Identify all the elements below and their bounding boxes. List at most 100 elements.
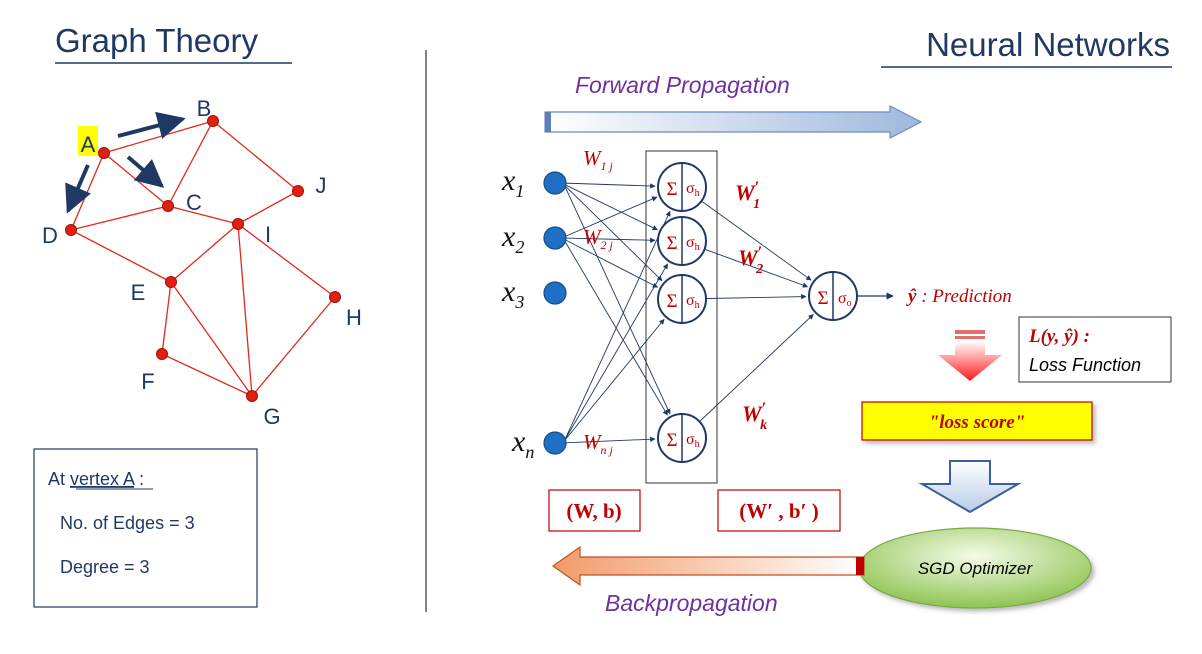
vertex-i [232, 218, 244, 230]
connection-input1-hidden4 [564, 186, 671, 415]
hidden-activation-symbol: σh [686, 292, 700, 311]
arrow-a-to-c [126, 155, 165, 188]
forward-propagation-label: Forward Propagation [575, 72, 790, 98]
graph-theory-title: Graph Theory [55, 22, 258, 59]
edge-e-f [161, 281, 172, 355]
vertex-e [165, 276, 177, 288]
vertex-a [98, 147, 110, 159]
connection-hidden4-output [699, 314, 814, 422]
graph-edges [70, 120, 336, 397]
vertex-label-d: D [42, 223, 58, 248]
connection-input2-hidden1 [564, 196, 658, 237]
sgd-optimizer-label: SGD Optimizer [918, 559, 1034, 578]
edge-i-j [237, 190, 299, 225]
connection-input1-hidden3 [564, 185, 663, 282]
vertex-label-h: H [346, 305, 362, 330]
info-at-prefix: At [48, 469, 70, 489]
forward-arrow-tail [545, 112, 551, 132]
input-weight-labels: W1 jW2 jWn j [583, 146, 614, 457]
hidden-sum-symbol: Σ [666, 430, 677, 451]
loss-function-formula: L(y, ŷ) : [1028, 326, 1090, 347]
connection-input4-hidden4 [564, 436, 656, 444]
hidden-activation-symbol: σh [686, 431, 700, 450]
edge-d-e [70, 229, 172, 283]
params-hidden-label: (W, b) [566, 499, 621, 523]
connection-input2-hidden3 [564, 239, 659, 288]
edge-b-c [167, 120, 214, 207]
backpropagation-arrow [551, 545, 865, 587]
optimizer-arrow [918, 460, 1022, 514]
connection-input1-hidden2 [564, 184, 658, 231]
backprop-arrow-tail [856, 557, 864, 575]
vertex-label-b: B [197, 96, 212, 121]
vertex-label-f: F [141, 369, 154, 394]
vertex-f [156, 348, 168, 360]
graph-vertices [65, 115, 341, 402]
output-node: Σ σo [808, 271, 858, 321]
params-output-box [717, 489, 841, 532]
vertex-b [207, 115, 219, 127]
loss-score-label: "loss score" [929, 412, 1026, 433]
backpropagation-label: Backpropagation [605, 590, 778, 616]
edge-b-j [212, 120, 299, 192]
hidden-sum-symbol: Σ [666, 233, 677, 254]
input-weight-label-3: Wn j [583, 430, 614, 457]
prediction-symbol: ŷ [906, 286, 917, 307]
info-at-suffix: : [134, 469, 144, 489]
hidden-weight-label-3: W′k [742, 400, 767, 433]
edge-g-h [251, 296, 336, 397]
edge-i-g [237, 223, 253, 397]
vertex-label-j: J [316, 173, 327, 198]
info-degree: Degree = 3 [60, 557, 150, 577]
connection-hidden1-output [702, 201, 812, 281]
info-at-vertex: vertex A [70, 469, 135, 489]
arrow-a-to-d [65, 164, 91, 214]
hidden-sum-symbol: Σ [666, 291, 677, 312]
output-activation-symbol: σo [838, 290, 852, 309]
vertex-label-e: E [131, 280, 146, 305]
hidden-activation-symbol: σh [686, 180, 700, 199]
prediction-text: : Prediction [916, 286, 1011, 307]
vertex-label-a: A [81, 132, 96, 157]
edge-c-i [167, 205, 239, 225]
vertex-a-highlight [78, 126, 98, 156]
input-node-3 [543, 281, 567, 305]
params-hidden-box [548, 489, 641, 532]
edge-i-e [170, 223, 239, 283]
vertex-c [162, 200, 174, 212]
input-node-4 [543, 431, 567, 455]
hidden-weight-label-1: W′1 [735, 179, 760, 212]
info-edges-count: No. of Edges = 3 [60, 513, 195, 533]
vertex-info-box [33, 448, 258, 608]
edge-e-g [170, 281, 253, 397]
connection-hidden2-output [705, 249, 809, 288]
connection-input2-hidden2 [564, 237, 656, 243]
connection-hidden3-output [706, 293, 807, 300]
vertex-label-g: G [263, 404, 280, 429]
edge-i-h [237, 223, 336, 298]
vertex-g [246, 390, 258, 402]
input-label-3: x3 [501, 275, 524, 312]
input-weight-label-2: W2 j [583, 225, 614, 252]
forward-propagation-arrow [544, 105, 923, 139]
vertex-d [65, 224, 77, 236]
hidden-weight-labels: W′1W′2W′k [735, 179, 767, 433]
vertex-j [292, 185, 304, 197]
input-node-2 [543, 226, 567, 250]
neural-networks-title: Neural Networks [926, 26, 1170, 63]
loss-arrow [938, 330, 1002, 381]
hidden-weight-label-2: W′2 [738, 244, 763, 277]
input-label-2: x2 [501, 220, 524, 257]
hidden-sum-symbol: Σ [666, 179, 677, 200]
prediction-label: ŷ : Prediction [906, 286, 1012, 307]
loss-score-box [861, 401, 1093, 441]
input-label-1: x1 [501, 164, 524, 201]
params-output-label: (W′ , b′ ) [739, 499, 818, 523]
